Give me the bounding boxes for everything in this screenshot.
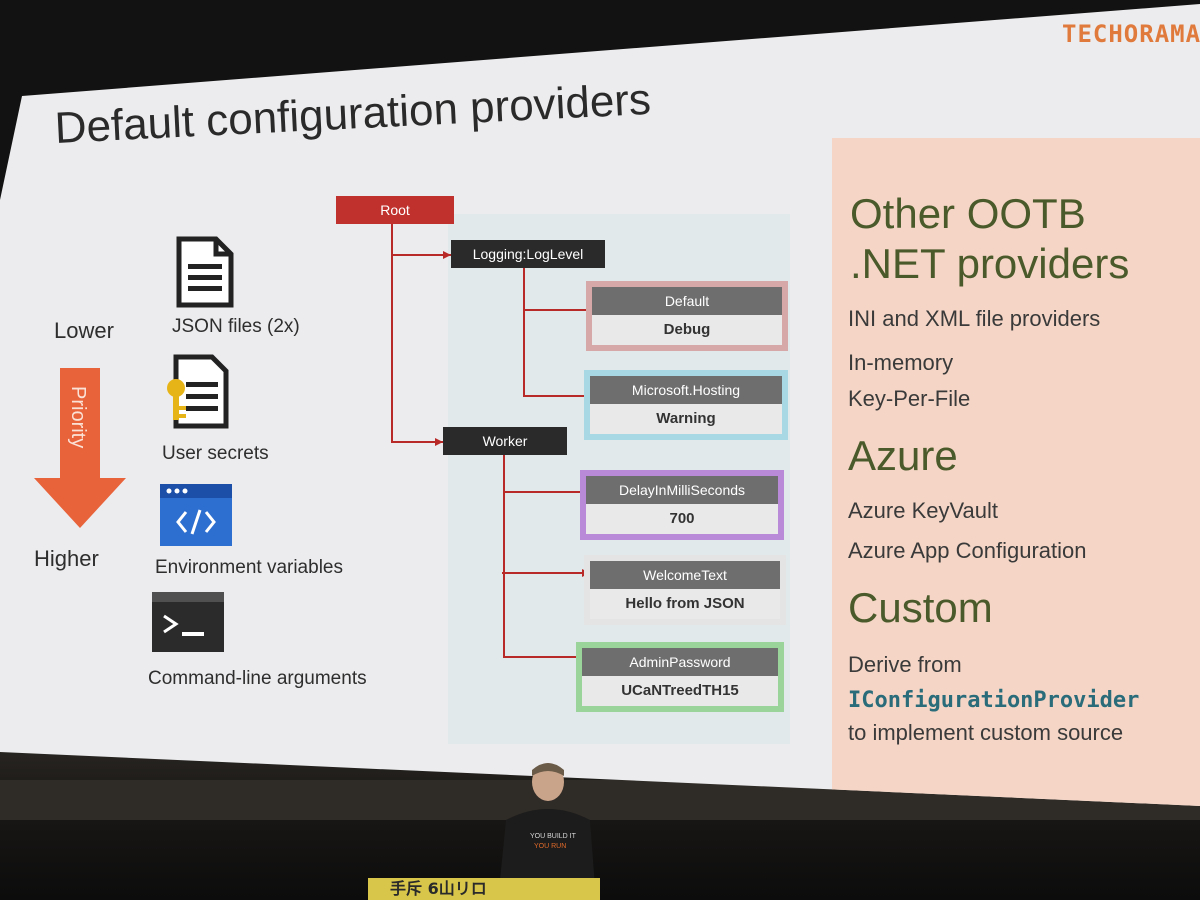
command-line-icon	[152, 592, 224, 652]
tree-leaf-welcome-text: WelcomeText Hello from JSON	[584, 555, 786, 625]
podium: 手斥 6山リロ	[368, 878, 600, 900]
leaf-value: UCaNTreedTH15	[582, 676, 778, 706]
source-label-json: JSON files (2x)	[172, 316, 300, 337]
tree-leaf-default: Default Debug	[586, 281, 788, 351]
tree-leaf-microsoft-hosting: Microsoft.Hosting Warning	[584, 370, 788, 440]
leaf-key: WelcomeText	[590, 561, 780, 589]
leaf-value: 700	[586, 504, 778, 534]
priority-arrow-label: Priority	[67, 386, 89, 448]
side-item-in-memory: In-memory	[848, 350, 954, 375]
priority-higher-label: Higher	[34, 546, 99, 571]
leaf-value: Debug	[592, 315, 782, 345]
side-heading-line1: Other OOTB	[850, 190, 1086, 237]
tree-leaf-admin-password: AdminPassword UCaNTreedTH15	[576, 642, 784, 712]
source-label-env-vars: Environment variables	[155, 557, 343, 578]
priority-lower-label: Lower	[54, 318, 114, 343]
source-label-user-secrets: User secrets	[162, 443, 269, 464]
tree-node-root: Root	[336, 196, 454, 224]
side-item-ini-xml: INI and XML file providers	[848, 306, 1101, 331]
svg-text:YOU RUN: YOU RUN	[534, 843, 566, 850]
side-item-azure-app-config: Azure App Configuration	[848, 538, 1087, 563]
svg-text:YOU BUILD IT: YOU BUILD IT	[530, 833, 577, 840]
leaf-key: Default	[592, 287, 782, 315]
side-heading-line2: .NET providers	[850, 240, 1130, 287]
priority-arrow-icon: Priority	[34, 368, 126, 528]
environment-variables-icon	[160, 484, 232, 546]
side-item-key-per-file: Key-Per-File	[848, 386, 971, 411]
side-heading-azure: Azure	[848, 432, 958, 479]
side-heading-custom: Custom	[848, 584, 993, 631]
leaf-value: Warning	[590, 404, 782, 434]
side-custom-line2: to implement custom source	[848, 720, 1124, 745]
side-panel: Other OOTB .NET providers INI and XML fi…	[832, 138, 1200, 806]
side-custom-line1: Derive from	[848, 652, 962, 677]
source-label-command-line: Command-line arguments	[148, 668, 367, 689]
side-custom-code: IConfigurationProvider	[848, 688, 1140, 713]
leaf-key: DelayInMilliSeconds	[586, 476, 778, 504]
side-item-azure-keyvault: Azure KeyVault	[848, 498, 999, 523]
tree-node-worker: Worker	[443, 427, 567, 455]
leaf-key: Microsoft.Hosting	[590, 376, 782, 404]
leaf-value: Hello from JSON	[590, 589, 780, 619]
tree-node-logging: Logging:LogLevel	[451, 240, 605, 268]
brand-logo: TECHORAMA	[1062, 20, 1200, 48]
user-secrets-icon	[167, 354, 229, 429]
tree-leaf-delay: DelayInMilliSeconds 700	[580, 470, 784, 540]
json-file-icon	[176, 236, 234, 308]
speaker-figure: YOU BUILD IT YOU RUN	[498, 763, 596, 900]
leaf-key: AdminPassword	[582, 648, 778, 676]
